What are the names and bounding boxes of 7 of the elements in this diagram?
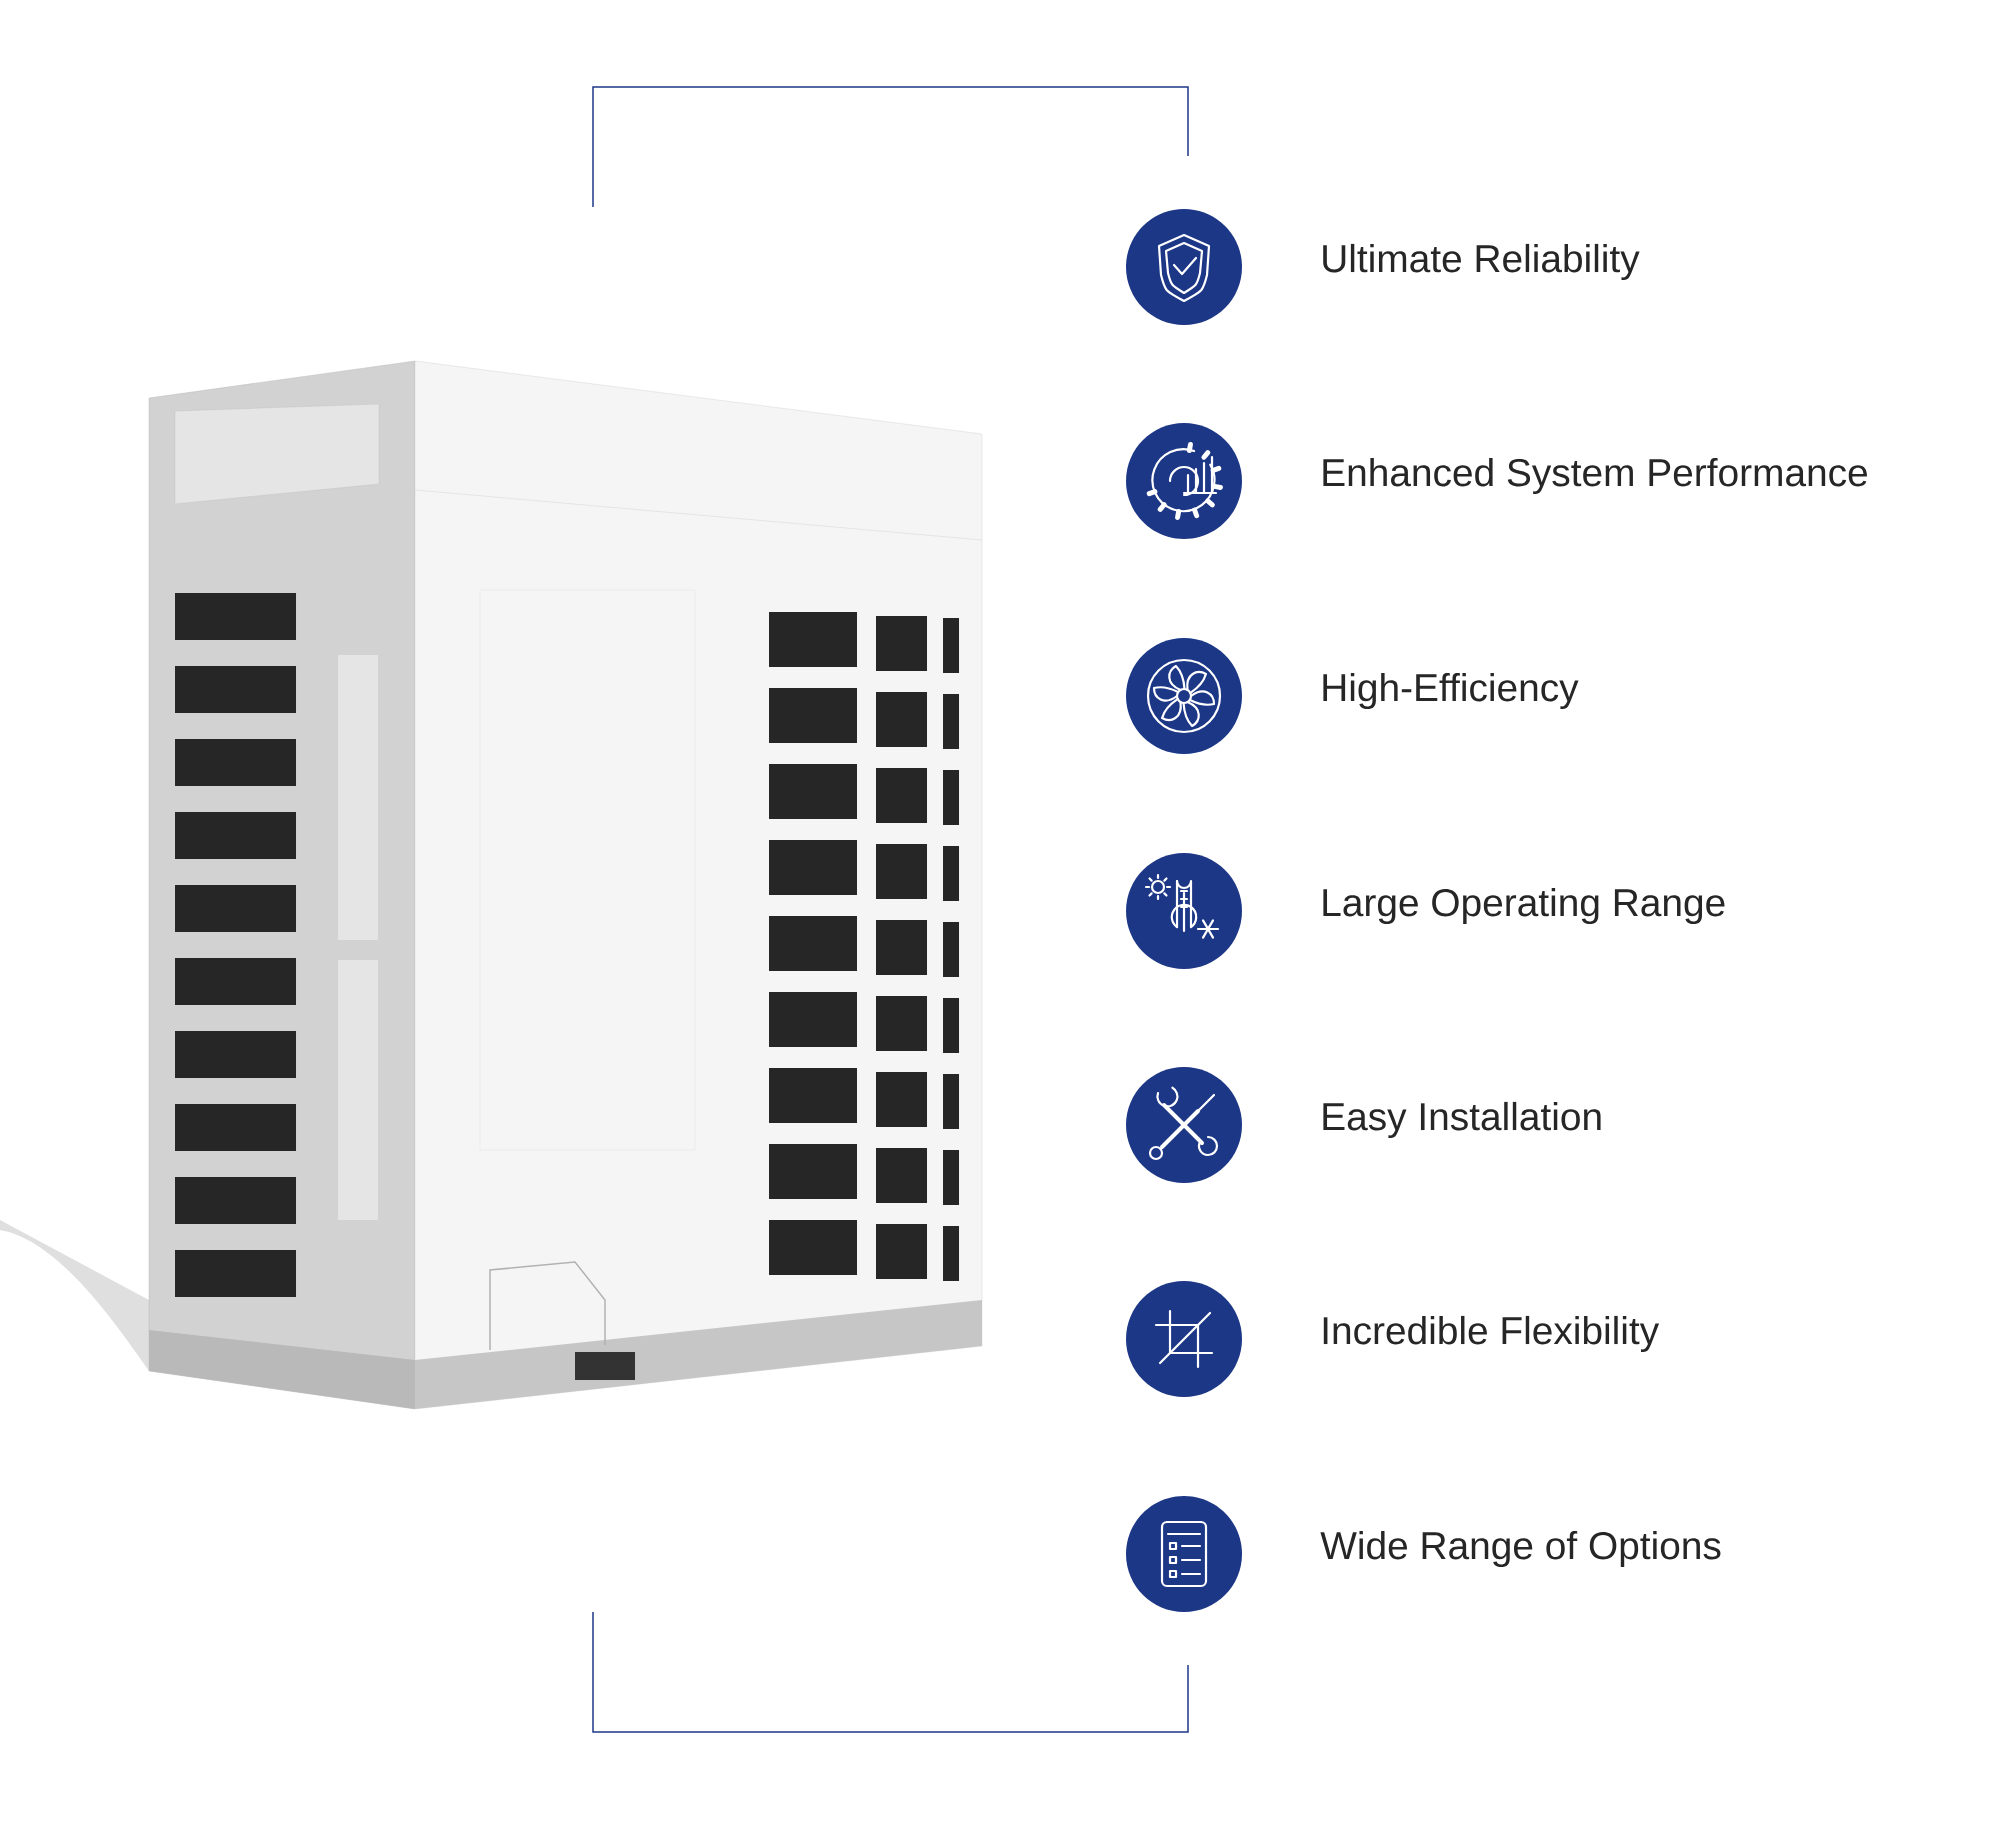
feature-label: High-Efficiency [1323,672,1579,710]
feature-label: Easy Installation [1323,1101,1601,1139]
feature-label: Enhanced System Performance [1323,457,1867,495]
feature-label: Ultimate Reliability [1323,243,1640,281]
feature-label: Incredible Flexibility [1323,1315,1660,1353]
feature-label: Wide Range of Options [1320,1530,1721,1568]
feature-label: Large Operating Range [1323,887,1725,925]
